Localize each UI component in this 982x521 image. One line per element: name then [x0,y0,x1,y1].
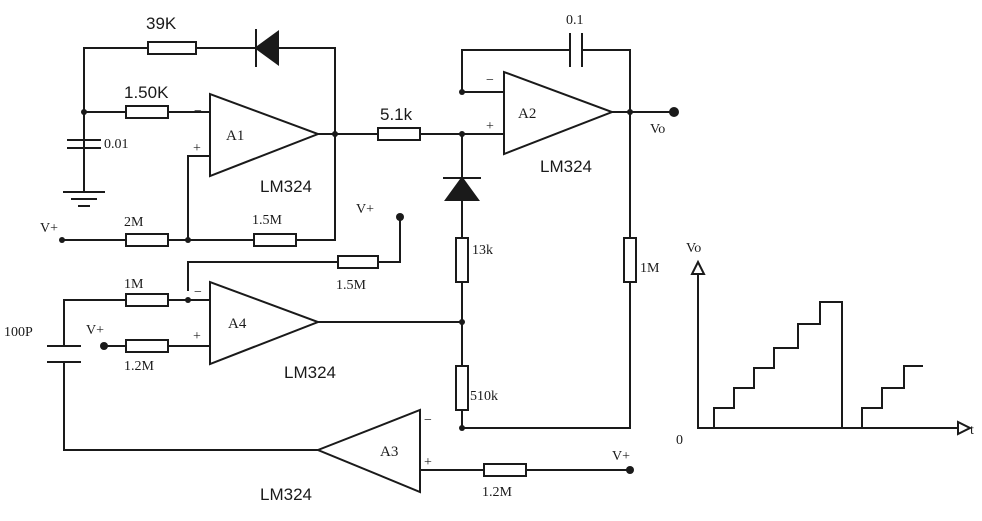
a2-part-label: LM324 [540,157,592,176]
label-150k: 1.50K [124,83,169,102]
a4-minus-pin: − [194,285,202,300]
a2-minus-pin: − [486,73,494,88]
resistor-39k: 39K [146,14,197,55]
label-15m-a: 1.5M [252,213,283,228]
graph-x-arrow [957,420,973,436]
resistor-150k: 1.50K [124,83,169,119]
label-vo-out: Vo [650,122,665,137]
resistor-15m-b: 1.5M [336,255,379,293]
label-vplus-left: V+ [40,221,58,236]
label-vplus-a4: V+ [86,323,104,338]
label-12m-a4: 1.2M [124,359,155,374]
label-001: 0.01 [104,137,129,152]
resistor-15m-a: 1.5M [252,213,297,247]
a2-plus-pin: + [486,119,494,134]
resistor-510k: 510k [455,365,498,411]
a1-part-label: LM324 [260,177,312,196]
terminal-vplus-a3: V+ [612,449,634,474]
a1-label: A1 [226,128,244,144]
label-01: 0.1 [566,13,584,28]
a1-plus-pin: + [193,141,201,156]
a4-label: A4 [228,316,247,332]
label-2m: 2M [124,215,144,230]
graph-y-arrow [690,259,706,275]
a2-network [419,49,673,429]
diode-vertical [443,176,481,201]
resistor-1m-a4: 1M [124,277,169,307]
a4-part-label: LM324 [284,363,336,382]
capacitor-001: 0.01 [67,111,129,152]
resistor-13k: 13k [455,237,493,283]
a3-minus-pin: − [424,413,432,428]
label-51k: 5.1k [380,105,413,124]
capacitor-100p: 100P [4,325,81,363]
label-510k: 510k [470,389,498,404]
graph-x-label: t [970,423,974,438]
a3-label: A3 [380,444,398,460]
graph-y-label: Vo [686,241,701,256]
waveform-graph: Vo 0 t [676,241,974,448]
diode-top [254,29,279,67]
label-13k: 13k [472,243,493,258]
staircase-wave [713,301,923,429]
a1-minus-pin: − [194,104,202,119]
terminal-vo: Vo [650,107,679,137]
opamp-a1: − + A1 LM324 [193,92,321,196]
label-1m-right: 1M [640,261,660,276]
opamp-a4: − + A4 LM324 [193,280,336,382]
a4-network [63,299,463,451]
resistor-12m-a4: 1.2M [124,339,169,374]
resistor-1m-right: 1M [623,237,660,283]
a1-network [61,47,379,241]
terminal-vplus-left: V+ [40,221,65,243]
label-12m-a3: 1.2M [482,485,513,500]
capacitor-01: 0.1 [566,13,584,67]
label-15m-b: 1.5M [336,278,367,293]
label-100p: 100P [4,325,33,340]
label-vplus-top: V+ [356,202,374,217]
vplus-top-network: V+ [187,202,404,291]
label-vplus-a3: V+ [612,449,630,464]
graph-origin-label: 0 [676,433,683,448]
resistor-2m: 2M [124,215,169,247]
a3-part-label: LM324 [260,485,312,504]
a4-plus-pin: + [193,329,201,344]
a3-plus-pin: + [424,455,432,470]
opamp-a2: − + A2 LM324 [486,70,615,176]
junction-dots [81,89,633,431]
opamp-a3: − + A3 LM324 [260,408,432,504]
label-1m-a4: 1M [124,277,144,292]
resistor-12m-a3: 1.2M [482,463,527,500]
label-39k: 39K [146,14,177,33]
a2-label: A2 [518,106,536,122]
terminal-vplus-a4: V+ [86,323,108,350]
resistor-51k: 5.1k [377,105,421,141]
